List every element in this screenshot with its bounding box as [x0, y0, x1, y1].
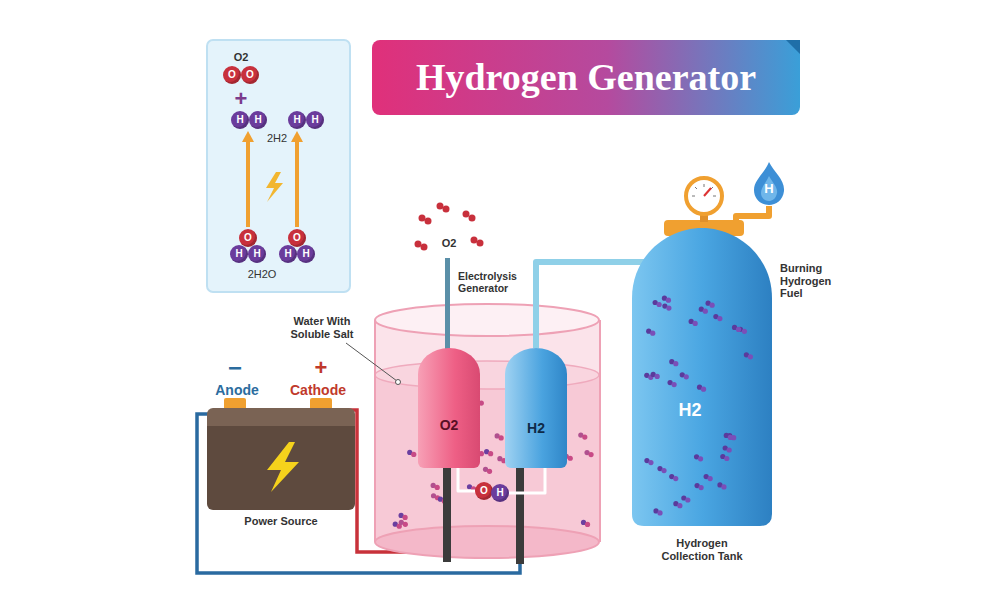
atom-symbol: H: [235, 248, 242, 260]
hydrogen-flame: H: [752, 160, 786, 206]
oxygen-bubbles: [415, 203, 484, 251]
part-label: O2: [442, 237, 457, 250]
part-label: −: [228, 354, 242, 382]
part-label: +: [315, 355, 328, 380]
atom-circle: H: [288, 111, 306, 129]
connector: [291, 131, 303, 227]
connector-line: [295, 140, 299, 227]
atom-circle: H: [248, 245, 266, 263]
title-text: Hydrogen Generator: [416, 56, 756, 100]
connector-line: [509, 468, 545, 493]
atom-symbol: O: [246, 69, 254, 81]
node-text: Power Source: [244, 515, 317, 528]
part-label: Electrolysis Generator: [458, 270, 530, 294]
electrode: [443, 466, 451, 562]
arrow-head: [291, 131, 303, 142]
battery-body: [207, 408, 355, 510]
atom-symbol: O: [480, 485, 488, 497]
connector-line: [458, 468, 475, 491]
part-label: Anode: [215, 382, 259, 398]
energy-bolt: [266, 172, 283, 202]
pressure-gauge: [686, 178, 722, 214]
atom-symbol: H: [311, 114, 318, 126]
leader-dot: [396, 380, 401, 385]
part-label: Water With Soluble Salt: [277, 315, 367, 340]
node-text: O2: [440, 417, 459, 433]
part-label: Burning Hydrogen Fuel: [780, 262, 844, 300]
battery-bolt: [207, 408, 355, 510]
beaker-body: [375, 320, 600, 542]
arrow-head: [242, 131, 254, 142]
atom-symbol: H: [253, 248, 260, 260]
node-text: 2H2: [267, 132, 287, 145]
gauge-needle: [704, 188, 711, 196]
atom-symbol: O: [244, 232, 252, 244]
connector: [509, 468, 545, 493]
oxygen-tube: [445, 258, 450, 350]
beaker-wall: [599, 320, 601, 542]
collection-tank: H2Hydrogen Collection Tank: [632, 228, 772, 526]
node-text: +: [235, 86, 248, 111]
oxygen-cylinder: O2: [418, 348, 480, 468]
node-text: Hydrogen Collection Tank: [652, 537, 752, 562]
node-text: 2H2O: [248, 268, 277, 281]
atom-circle: O: [223, 66, 241, 84]
reaction-panel: O2+2H22H2OOOHHHHOHHOHH: [207, 40, 350, 292]
electrode: [516, 466, 524, 564]
atom-circle: O: [241, 66, 259, 84]
node-text: H2: [678, 400, 701, 421]
node-text: H: [764, 182, 773, 197]
beaker-bottom: [375, 526, 599, 558]
gauge-ticks: [692, 184, 716, 196]
atom-circle: H: [231, 111, 249, 129]
atom-circle: H: [230, 245, 248, 263]
atom-symbol: H: [496, 487, 503, 499]
part-label: Cathode: [290, 382, 346, 398]
connector: [242, 131, 254, 227]
atom-symbol: H: [284, 248, 291, 260]
atom-symbol: H: [293, 114, 300, 126]
battery-box: Power Source: [207, 400, 355, 530]
connector-line: [246, 140, 250, 227]
leader-line: [346, 343, 397, 381]
atom-symbol: H: [254, 114, 261, 126]
tank-shape: [632, 228, 772, 526]
connector: [458, 468, 475, 491]
atom-circle: H: [297, 245, 315, 263]
atom-symbol: O: [228, 69, 236, 81]
node-text: O2: [234, 51, 249, 64]
atom-symbol: H: [302, 248, 309, 260]
atom-circle: H: [491, 484, 509, 502]
beaker-wall: [374, 320, 376, 542]
atom-symbol: O: [293, 232, 301, 244]
node-text: H2: [527, 420, 545, 436]
beaker-rim: [375, 304, 599, 336]
atom-circle: H: [249, 111, 267, 129]
atom-circle: H: [279, 245, 297, 263]
title-banner: [372, 40, 800, 115]
hydrogen-cylinder: H2: [505, 348, 567, 468]
banner-tab: [786, 40, 800, 54]
atom-circle: H: [306, 111, 324, 129]
atom-symbol: H: [236, 114, 243, 126]
inset-panel: [207, 40, 350, 292]
